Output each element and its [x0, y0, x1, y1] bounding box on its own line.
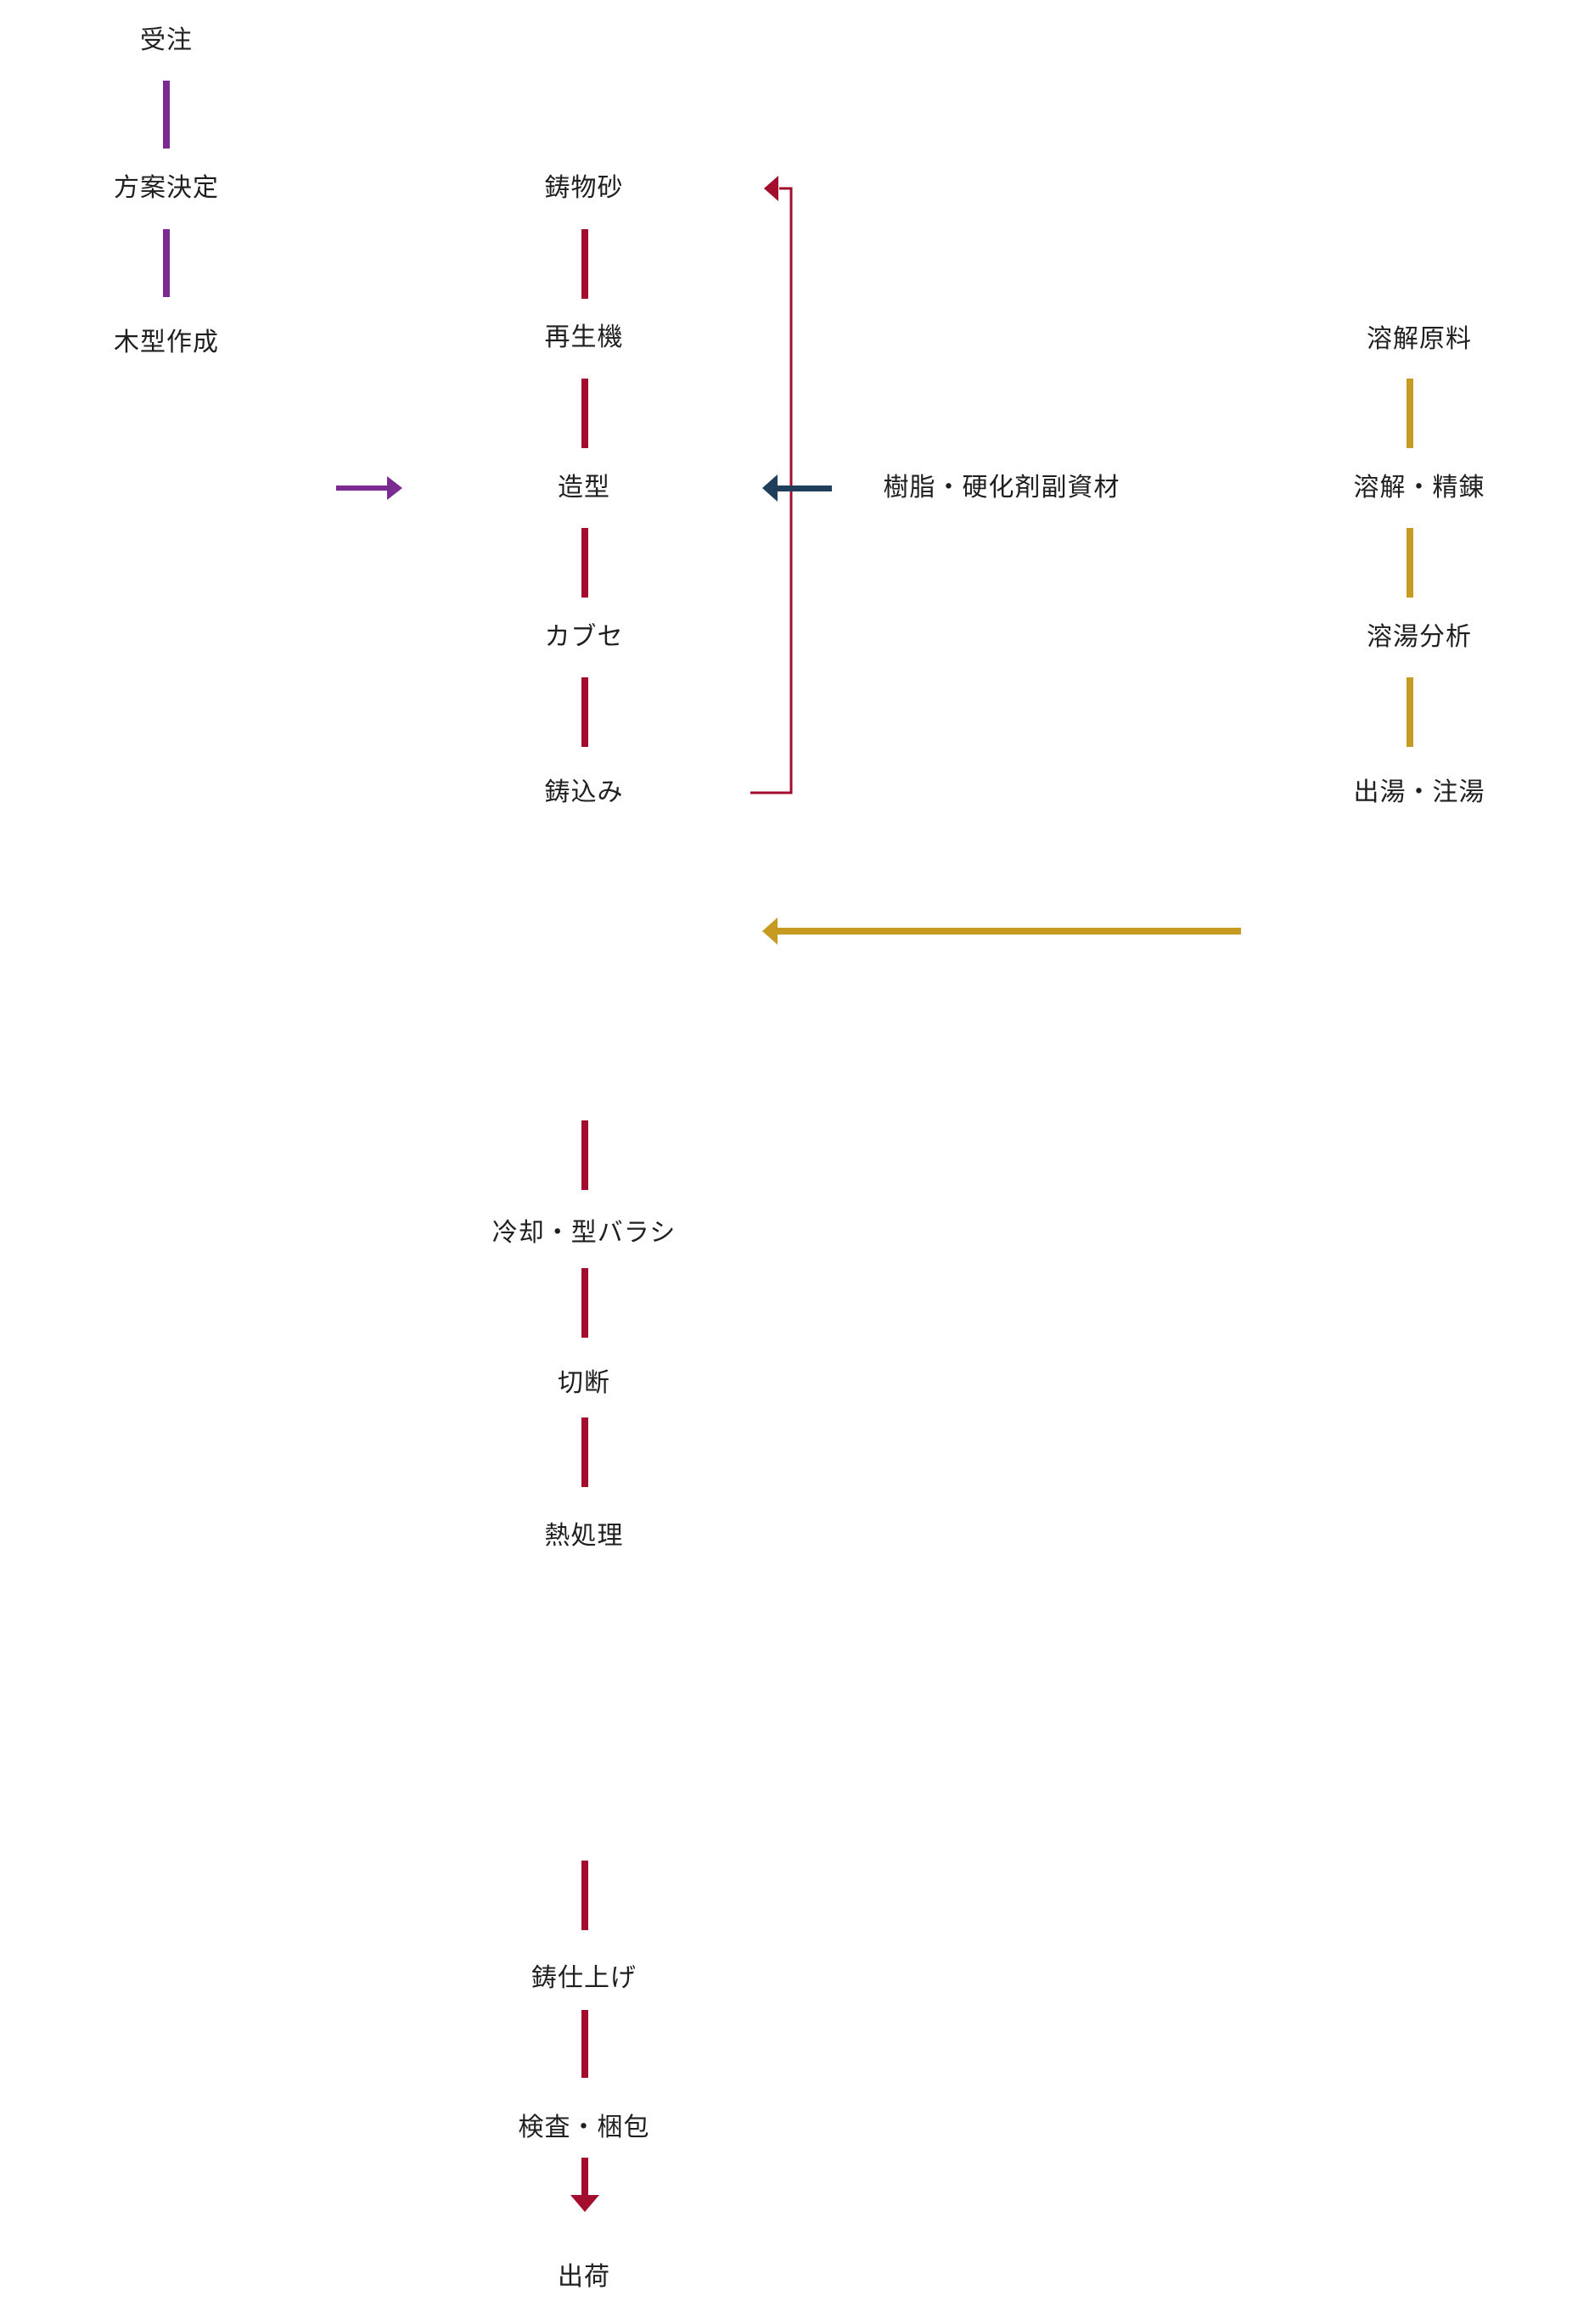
step-closing: カブセ — [544, 622, 624, 652]
materials-arrow — [762, 474, 832, 502]
molding-connector-4 — [581, 677, 588, 747]
step-reclaimer: 再生機 — [544, 323, 624, 352]
step-casting-plan: 方案決定 — [114, 173, 219, 203]
melting-connector-2 — [1407, 528, 1413, 598]
step-cutting: 切断 — [558, 1368, 610, 1398]
step-molding: 造型 — [558, 473, 610, 502]
molding-connector-1 — [581, 229, 588, 299]
melting-to-pouring-arrow — [762, 918, 1241, 945]
finishing-connector-2 — [581, 1268, 588, 1338]
molding-connector-2 — [581, 379, 588, 448]
step-melting-materials: 溶解原料 — [1367, 324, 1472, 354]
molding-connector-3 — [581, 528, 588, 598]
order-to-molding-arrow — [336, 476, 402, 500]
shipping-arrow — [570, 2158, 599, 2212]
step-foundry-sand: 鋳物砂 — [544, 173, 624, 203]
step-melt-analysis: 溶湯分析 — [1367, 622, 1472, 652]
finishing-connector-5 — [581, 2010, 588, 2078]
step-melting-refining: 溶解・精錬 — [1353, 473, 1485, 502]
order-connector-2 — [163, 229, 170, 297]
step-cooling-shakeout: 冷却・型バラシ — [491, 1218, 677, 1248]
melting-connector-1 — [1407, 379, 1413, 448]
order-connector-1 — [163, 81, 170, 149]
step-inspection-packing: 検査・梱包 — [518, 2113, 650, 2142]
step-fettling: 鋳仕上げ — [531, 1963, 637, 1993]
finishing-connector-3 — [581, 1417, 588, 1487]
finishing-connector-4 — [581, 1861, 588, 1930]
finishing-connector-1 — [581, 1120, 588, 1190]
materials-label: 樹脂・硬化剤副資材 — [883, 473, 1120, 502]
step-shipping: 出荷 — [558, 2262, 610, 2292]
melting-connector-3 — [1407, 677, 1413, 747]
step-order-received: 受注 — [140, 25, 193, 55]
step-heat-treatment: 熱処理 — [544, 1521, 624, 1551]
step-wood-pattern: 木型作成 — [114, 328, 219, 357]
step-pouring: 鋳込み — [544, 777, 624, 807]
step-tapping-pouring: 出湯・注湯 — [1353, 777, 1485, 807]
